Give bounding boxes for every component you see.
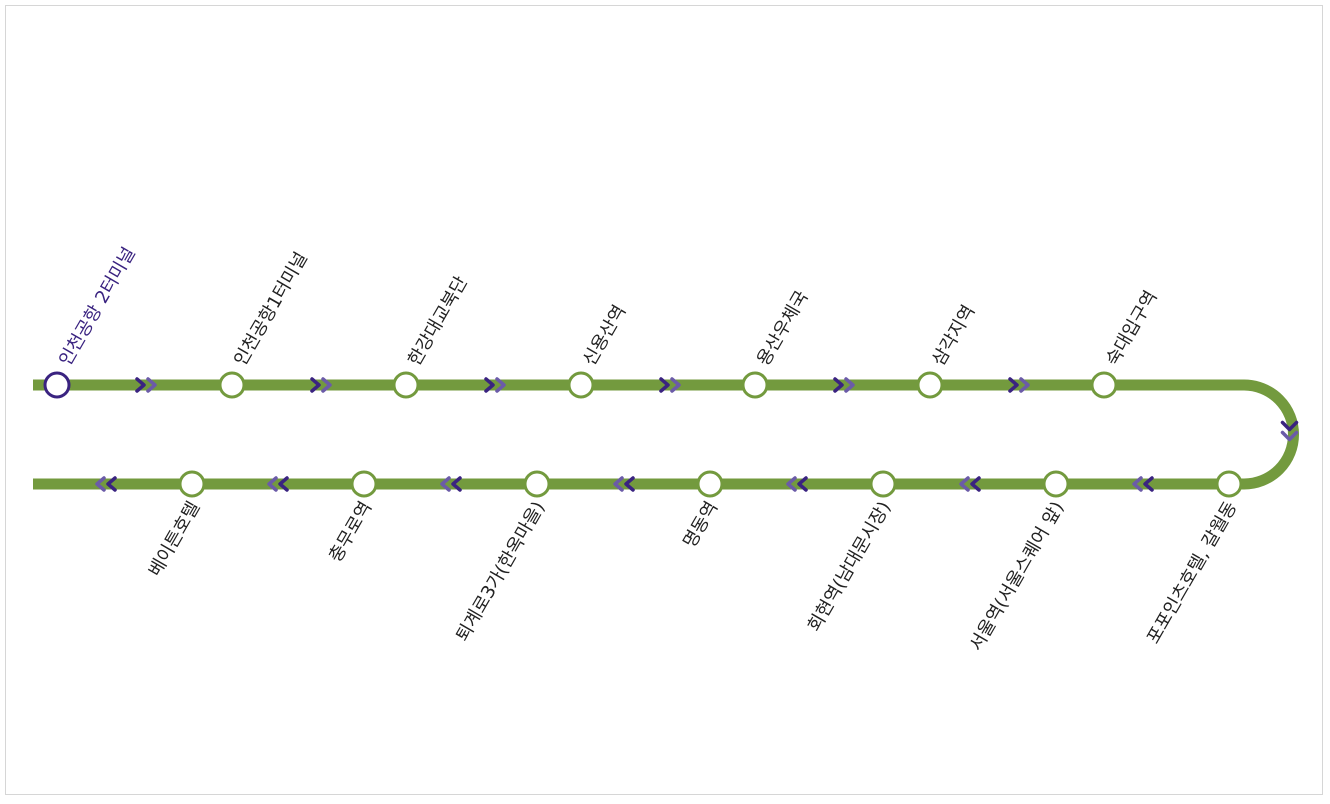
stop-label: 명동역: [679, 498, 722, 552]
stop-label: 삼각지역: [928, 302, 979, 370]
direction-arrow-icon: [495, 377, 506, 393]
direction-arrow-icon: [278, 476, 289, 492]
direction-arrow-icon: [440, 476, 451, 492]
direction-arrow-icon: [1008, 377, 1019, 393]
stop-label: 한강대교북단: [404, 273, 472, 370]
current-stop-marker: [43, 371, 71, 399]
stop-marker: [523, 470, 551, 498]
stop-label: 서울역(서울스퀘어 앞): [966, 498, 1069, 655]
direction-arrow-icon: [267, 476, 278, 492]
direction-arrows-layer: [95, 377, 1299, 492]
stop-label: 용산우체국: [753, 287, 813, 369]
stop-marker: [869, 470, 897, 498]
direction-arrow-icon: [484, 377, 495, 393]
stop-marker: [178, 470, 206, 498]
direction-arrow-icon: [844, 377, 855, 393]
stop-marker: [350, 470, 378, 498]
route-line: [33, 379, 1299, 490]
stop-label: 신용산역: [579, 302, 630, 370]
stop-marker: [218, 371, 246, 399]
stop-marker: [696, 470, 724, 498]
direction-arrow-icon: [613, 476, 624, 492]
stop-label: 충무로역: [325, 498, 376, 566]
direction-arrow-icon: [786, 476, 797, 492]
bus-route-diagram: 인천공항 2터미널 인천공항1터미널 한강대교북단 신용산역 용산우체국 삼각지역 숙대입구…: [33, 244, 1299, 655]
stop-marker: [1215, 470, 1243, 498]
stop-marker: [1042, 470, 1070, 498]
stop-label: 회현역(남대문시장): [804, 498, 895, 635]
direction-arrow-icon: [95, 476, 106, 492]
route-map-frame: 인천공항 2터미널 인천공항1터미널 한강대교북단 신용산역 용산우체국 삼각지역 숙대입구…: [5, 5, 1323, 795]
direction-arrow-icon: [135, 377, 146, 393]
direction-arrow-icon: [624, 476, 635, 492]
direction-arrow-icon: [1280, 430, 1299, 442]
direction-arrow-icon: [833, 377, 844, 393]
direction-arrow-icon: [106, 476, 117, 492]
stop-label: 숙대입구역: [1102, 287, 1162, 369]
stop-marker: [741, 371, 769, 399]
direction-arrow-icon: [1132, 476, 1143, 492]
stop-labels-layer: 인천공항 2터미널 인천공항1터미널 한강대교북단 신용산역 용산우체국 삼각지역 숙대입구…: [55, 244, 1241, 655]
direction-arrow-icon: [1143, 476, 1154, 492]
stop-marker: [392, 371, 420, 399]
direction-arrow-icon: [1019, 377, 1030, 393]
stop-marker: [1090, 371, 1118, 399]
stop-label: 퇴계로3가(한옥마을): [452, 498, 549, 645]
direction-arrow-icon: [670, 377, 681, 393]
stop-label: 베이튼호텔: [145, 498, 205, 580]
stop-label: 인천공항 2터미널: [55, 244, 140, 370]
direction-arrow-icon: [146, 377, 157, 393]
direction-arrow-icon: [1280, 420, 1299, 432]
direction-arrow-icon: [451, 476, 462, 492]
direction-arrow-icon: [321, 377, 332, 393]
stop-marker: [567, 371, 595, 399]
stops-layer: [43, 371, 1243, 498]
direction-arrow-icon: [959, 476, 970, 492]
stop-label: 인천공항1터미널: [230, 249, 312, 370]
direction-arrow-icon: [797, 476, 808, 492]
route-line-layer: [33, 379, 1299, 490]
stop-label: 포포인츠호텔, 갈월동: [1143, 498, 1241, 647]
direction-arrow-icon: [659, 377, 670, 393]
stop-marker: [916, 371, 944, 399]
direction-arrow-icon: [310, 377, 321, 393]
direction-arrow-icon: [970, 476, 981, 492]
